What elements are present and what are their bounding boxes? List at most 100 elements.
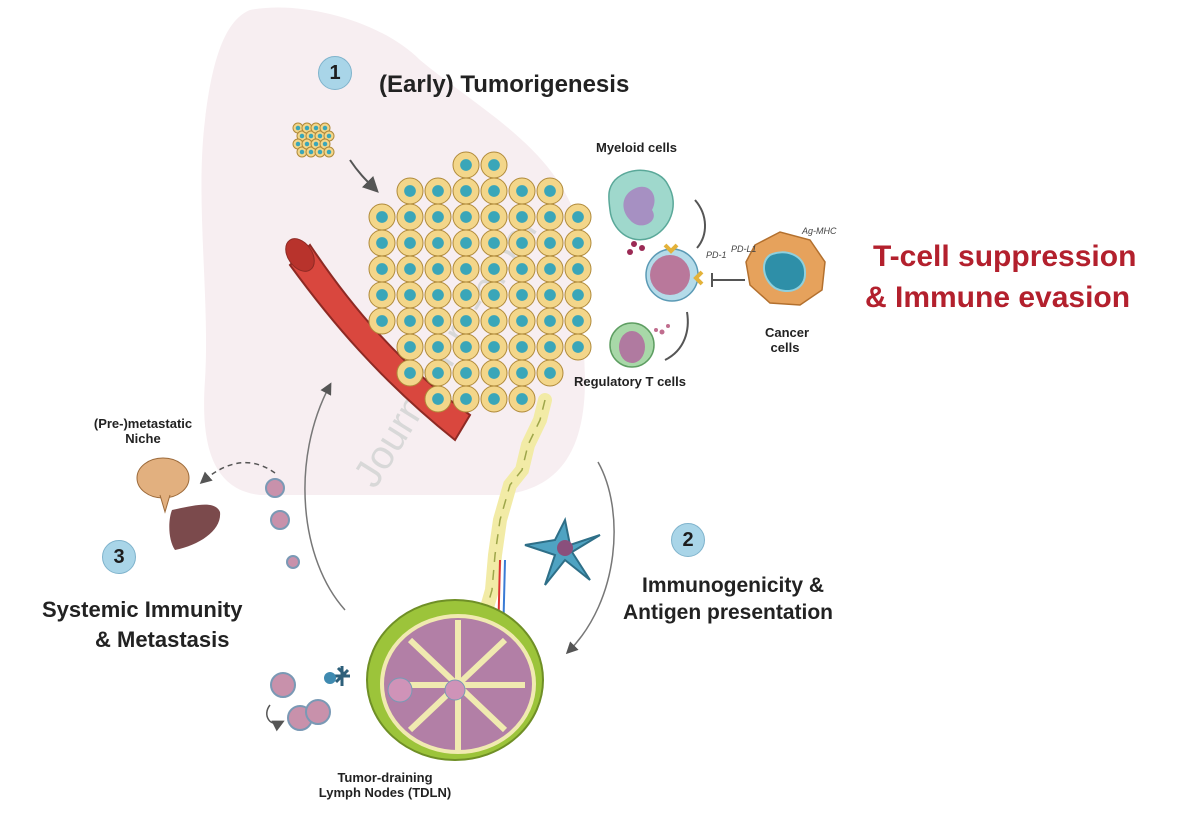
cell-nucleus <box>516 263 528 275</box>
cell-nucleus <box>376 289 388 301</box>
cell-nucleus <box>572 315 584 327</box>
cell-nucleus <box>516 341 528 353</box>
cell-nucleus <box>313 125 319 131</box>
cell-nucleus <box>299 133 305 139</box>
myeloid-cell <box>608 169 674 241</box>
tumor-mass <box>368 151 592 413</box>
cell-nucleus <box>432 315 444 327</box>
tdln-line2: Lymph Nodes (TDLN) <box>318 785 452 800</box>
cell-nucleus <box>404 263 416 275</box>
step-3-title-line2: & Metastasis <box>95 627 230 652</box>
cell-nucleus <box>432 367 444 379</box>
cell-nucleus <box>404 367 416 379</box>
cell-nucleus <box>488 367 500 379</box>
cell-nucleus <box>317 149 323 155</box>
dendritic-cell <box>524 516 601 586</box>
inhibit-arrow-cancer <box>711 273 745 287</box>
cell-nucleus <box>376 315 388 327</box>
cell-nucleus <box>326 149 332 155</box>
cell-nucleus <box>404 185 416 197</box>
cell-nucleus <box>304 141 310 147</box>
cell-nucleus <box>516 289 528 301</box>
inhibit-arrow-treg <box>664 311 689 361</box>
cell-nucleus <box>460 159 472 171</box>
cell-nucleus <box>404 211 416 223</box>
cell-nucleus <box>544 211 556 223</box>
proliferating-t-cells <box>266 666 350 732</box>
liver <box>169 504 221 550</box>
cell-nucleus <box>572 237 584 249</box>
cell-nucleus <box>488 393 500 405</box>
myeloid-cells-label: Myeloid cells <box>596 140 677 155</box>
cell-nucleus <box>460 393 472 405</box>
cell-nucleus <box>404 289 416 301</box>
inhibit-arrow-myeloid <box>694 199 706 249</box>
cell-nucleus <box>432 185 444 197</box>
pd1-label: PD-1 <box>706 250 727 260</box>
arrow-tumor-to-tdln <box>565 461 615 655</box>
cell-nucleus <box>544 185 556 197</box>
cell-nucleus <box>432 263 444 275</box>
niche-line1: (Pre-)metastatic <box>93 416 193 431</box>
cell-nucleus <box>516 393 528 405</box>
cancer-label-line1: Cancer <box>765 325 810 340</box>
niche-line2: Niche <box>125 431 161 446</box>
blood-vessel <box>288 243 472 442</box>
cell-nucleus <box>488 315 500 327</box>
cell-nucleus <box>322 141 328 147</box>
cell-nucleus <box>308 133 314 139</box>
cell-nucleus <box>572 341 584 353</box>
early-cell-cluster <box>292 122 335 158</box>
cell-nucleus <box>516 367 528 379</box>
cell-nucleus <box>544 341 556 353</box>
tdln-line1: Tumor-draining <box>337 770 433 785</box>
cell-nucleus <box>544 367 556 379</box>
cell-nucleus <box>516 315 528 327</box>
lymph-node <box>366 599 544 761</box>
brain <box>136 457 190 514</box>
cell-nucleus <box>317 133 323 139</box>
cell-nucleus <box>488 289 500 301</box>
vessel-opening <box>285 238 315 272</box>
cell-nucleus <box>460 237 472 249</box>
cell-nucleus <box>295 141 301 147</box>
step-2-badge: 2 <box>671 523 705 557</box>
cell-nucleus <box>322 125 328 131</box>
cell-nucleus <box>376 211 388 223</box>
step-2-title-line2: Antigen presentation <box>623 601 834 624</box>
cell-nucleus <box>308 149 314 155</box>
cell-nucleus <box>404 341 416 353</box>
t-cell <box>645 243 704 302</box>
cell-nucleus <box>516 237 528 249</box>
cell-nucleus <box>313 141 319 147</box>
regulatory-t-cells-label: Regulatory T cells <box>574 374 686 389</box>
cancer-label-line2: cells <box>770 340 800 355</box>
cell-nucleus <box>460 211 472 223</box>
cell-nucleus <box>460 289 472 301</box>
cell-nucleus <box>544 263 556 275</box>
cell-nucleus <box>376 237 388 249</box>
cell-nucleus <box>432 211 444 223</box>
cell-nucleus <box>572 289 584 301</box>
cell-nucleus <box>544 289 556 301</box>
cell-nucleus <box>488 159 500 171</box>
step-3-badge: 3 <box>102 540 136 574</box>
cell-nucleus <box>432 341 444 353</box>
cell-nucleus <box>572 263 584 275</box>
cell-nucleus <box>432 289 444 301</box>
cell-nucleus <box>544 315 556 327</box>
suppression-title-line2: & Immune evasion <box>865 281 1131 314</box>
cell-nucleus <box>295 125 301 131</box>
cell-nucleus <box>460 341 472 353</box>
circulating-cells <box>265 478 300 569</box>
pdl1-label: PD-L1 <box>731 244 757 254</box>
cell-nucleus <box>460 367 472 379</box>
cell-nucleus <box>326 133 332 139</box>
arrow-systemic-to-tumor <box>304 382 346 611</box>
arrow-cluster-to-tumor <box>349 159 379 193</box>
cell-nucleus <box>572 211 584 223</box>
